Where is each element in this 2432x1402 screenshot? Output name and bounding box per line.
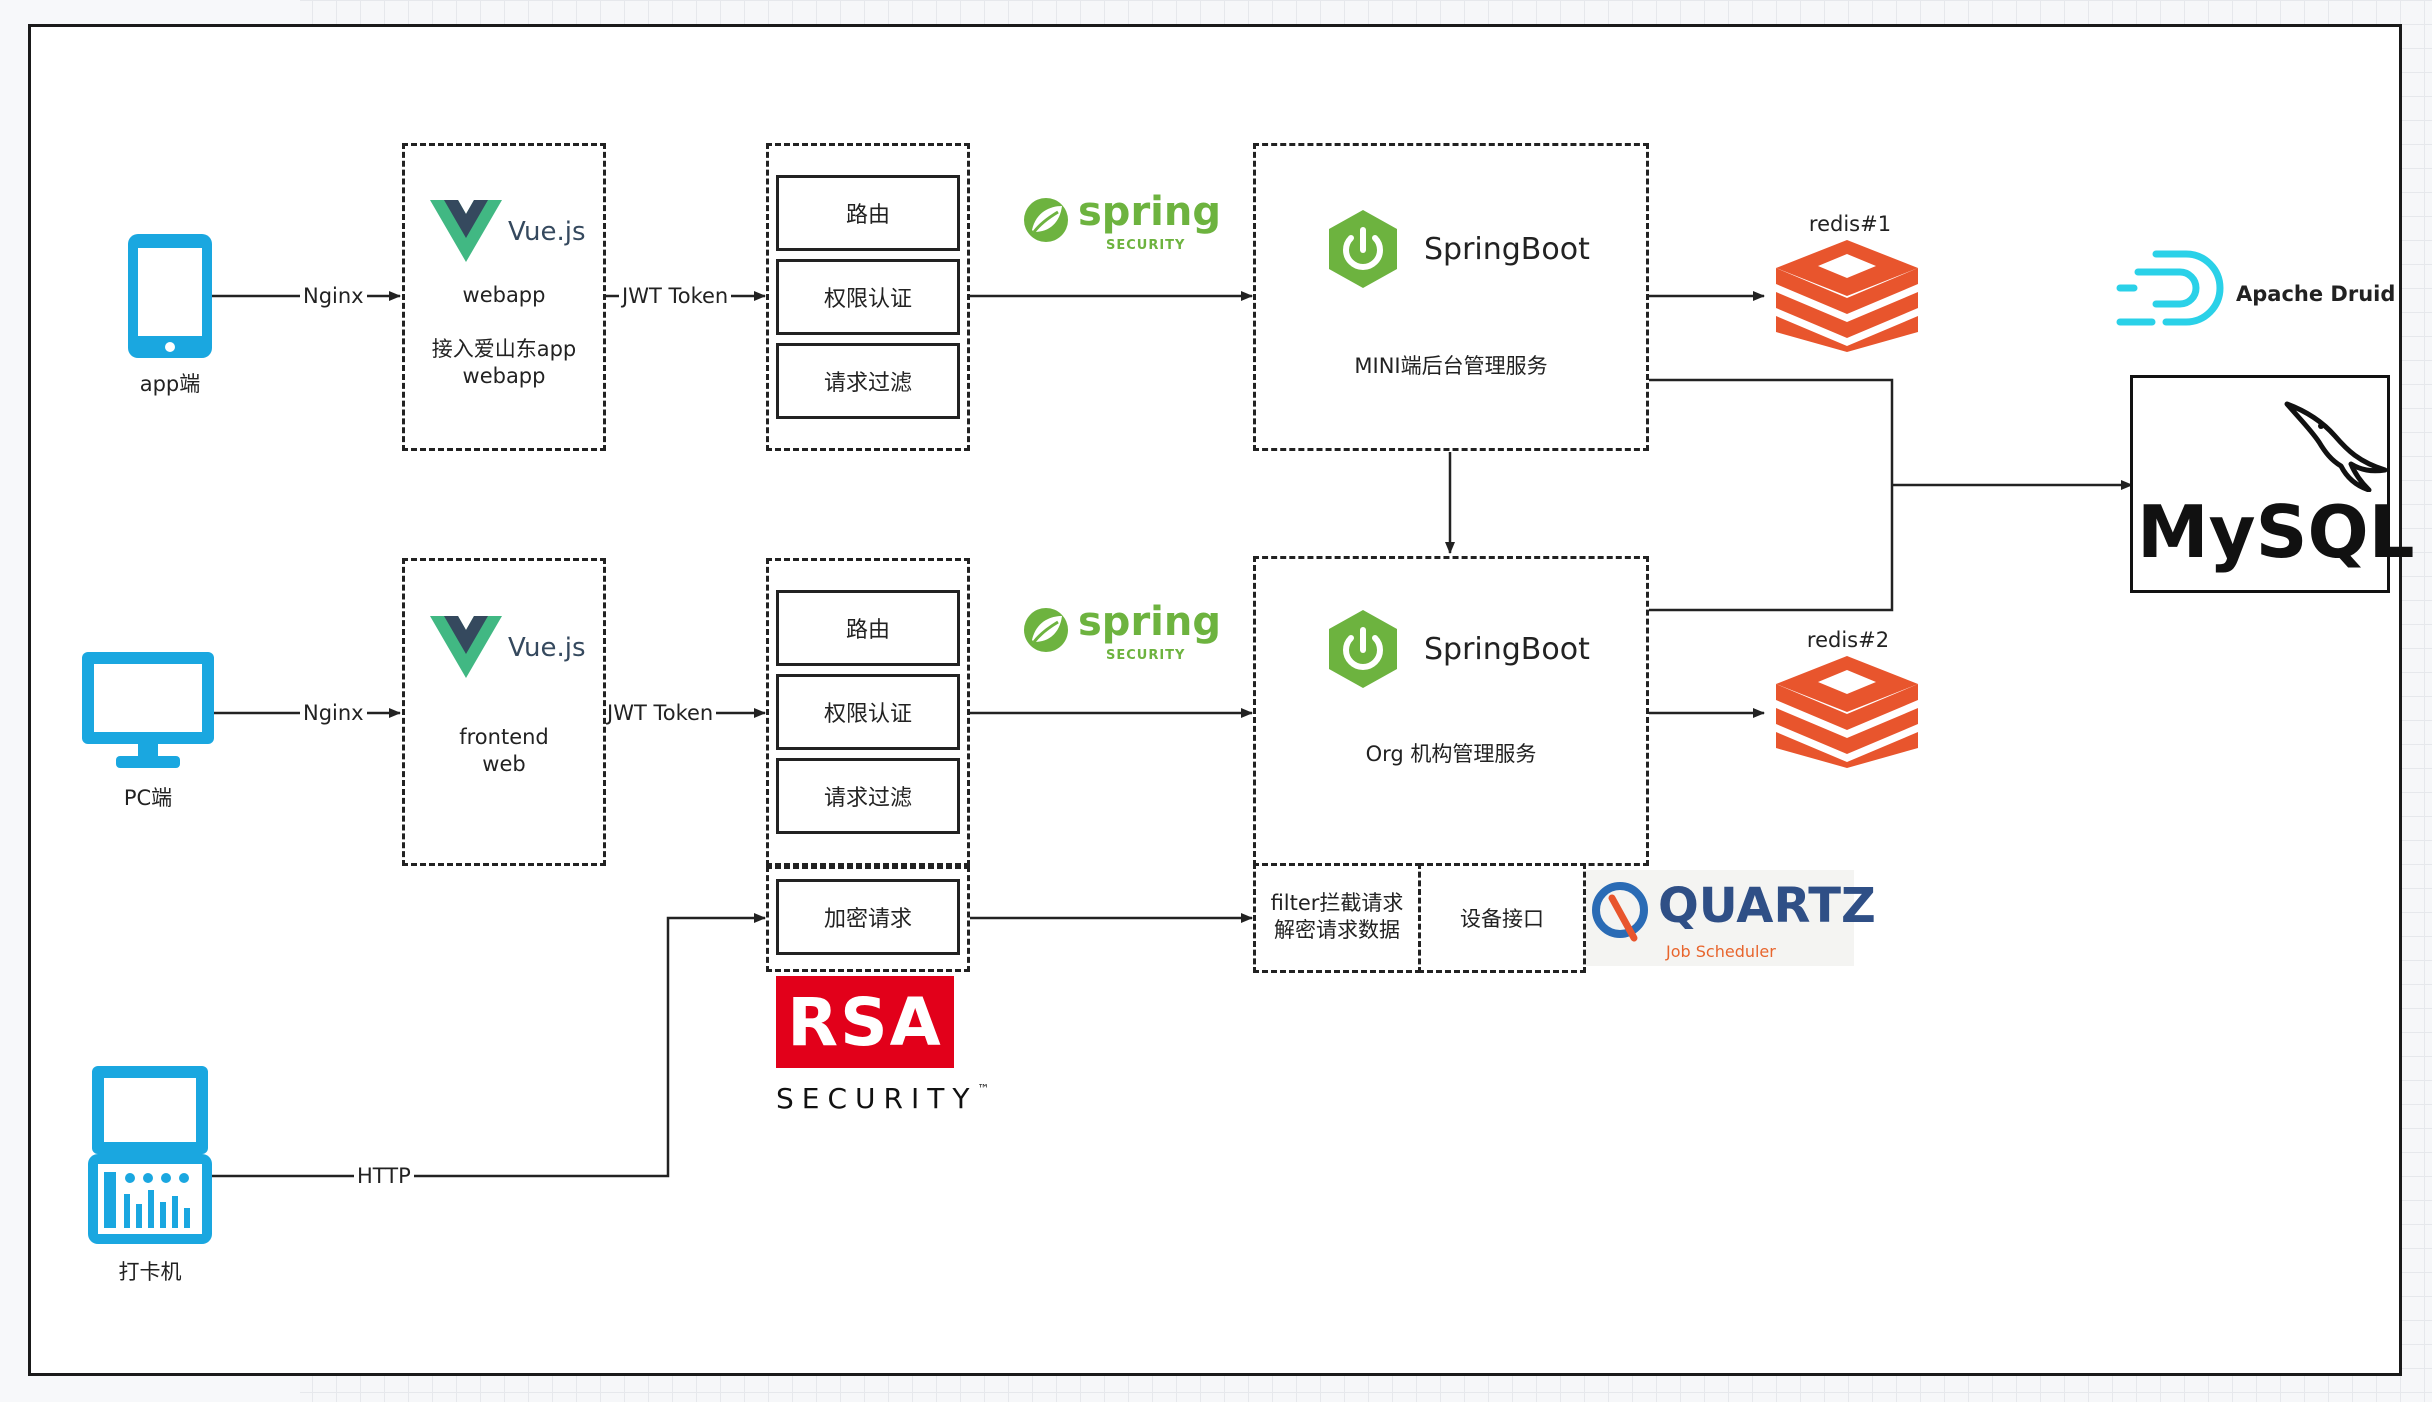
gateway-route: 路由 [776, 175, 960, 251]
mysql-box: MySQL [2130, 375, 2415, 593]
springboot-brand: SpringBoot [1424, 232, 1590, 267]
vue-logo-icon [430, 616, 502, 678]
spring-security-sub: SECURITY [1106, 238, 1186, 253]
edge-label-http: HTTP [354, 1163, 414, 1189]
client-label-app: app端 [139, 372, 201, 396]
service-org-box [1253, 556, 1649, 866]
springboot-brand: SpringBoot [1424, 632, 1590, 667]
edge-clock-encrypt [212, 913, 766, 1178]
gateway-auth: 权限认证 [776, 259, 960, 335]
client-label-pc: PC端 [123, 786, 173, 810]
frontend-web-box [402, 558, 606, 866]
spring-leaf-icon [1024, 608, 1068, 652]
springboot-power-icon [1329, 210, 1397, 288]
druid-label: Apache Druid [2236, 282, 2396, 306]
quartz-logo: QUARTZ Job Scheduler [1586, 870, 1876, 966]
redis-label-1: redis#1 [1808, 212, 1892, 236]
edge-mini-mysql [1648, 378, 1894, 485]
frontend-webapp-box [402, 143, 606, 451]
encrypt-request: 加密请求 [776, 879, 960, 955]
time-clock-icon [88, 1066, 212, 1244]
vue-brand: Vue.js [508, 217, 586, 247]
rsa-logo: RSA [776, 976, 954, 1068]
service-mini-desc: MINI端后台管理服务 [1354, 354, 1548, 378]
frontend-webapp-name: webapp [462, 283, 546, 307]
edge-label-jwt: JWT Token [604, 700, 717, 726]
client-label-clock: 打卡机 [118, 1260, 182, 1284]
service-mini-box [1253, 143, 1649, 451]
device-interface-box [1418, 863, 1586, 973]
druid-icon [2116, 250, 2224, 326]
edge-label-nginx: Nginx [300, 700, 367, 726]
device-interface-label: 设备接口 [1460, 907, 1544, 931]
mysql-dolphin-icon [2284, 401, 2388, 492]
service-org-desc: Org 机构管理服务 [1365, 742, 1537, 766]
redis-icon [1776, 240, 1918, 352]
edge-label-nginx: Nginx [300, 283, 367, 309]
quartz-brand: QUARTZ [1658, 878, 1876, 934]
vue-logo-icon [430, 200, 502, 262]
spring-word: spring [1078, 189, 1221, 235]
phone-icon [128, 234, 212, 358]
filter-desc: filter拦截请求解密请求数据 [1270, 891, 1404, 942]
filter-box [1253, 863, 1421, 973]
gateway-filter: 请求过滤 [776, 758, 960, 834]
mysql-label: MySQL [2137, 490, 2415, 574]
spring-security-sub: SECURITY [1106, 648, 1186, 663]
spring-word: spring [1078, 599, 1221, 645]
edge-org-mysql [1648, 485, 1894, 612]
quartz-icon [1592, 882, 1648, 942]
redis-icon [1776, 656, 1918, 768]
quartz-sub: Job Scheduler [1666, 942, 1776, 961]
springboot-power-icon [1329, 610, 1397, 688]
spring-leaf-icon [1024, 198, 1068, 242]
gateway-filter: 请求过滤 [776, 343, 960, 419]
redis-label-2: redis#2 [1806, 628, 1890, 652]
gateway-auth: 权限认证 [776, 674, 960, 750]
gateway-route: 路由 [776, 590, 960, 666]
edge-label-jwt: JWT Token [619, 283, 732, 309]
monitor-icon [82, 652, 214, 768]
rsa-security-text: SECURITY™ [776, 1082, 990, 1115]
vue-brand: Vue.js [508, 633, 586, 663]
